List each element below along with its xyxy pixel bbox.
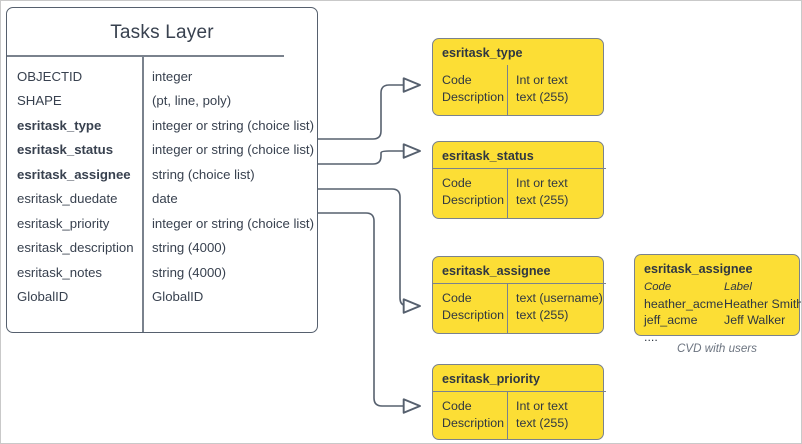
entity-header-divider (7, 55, 284, 57)
entity-field-row: OBJECTID integer (7, 64, 317, 89)
entity-field-name: esritask_notes (17, 264, 103, 280)
entity-field-row: esritask_description string (4000) (7, 236, 317, 261)
entity-field-type: GlobalID (152, 289, 204, 305)
domain-cell: Int or text (516, 176, 568, 190)
domain-box-esritask-priority[interactable]: esritask_priority Code Description Int o… (432, 364, 606, 440)
entity-column-divider (142, 55, 144, 332)
users-code-header: Code (644, 281, 672, 293)
entity-field-name: esritask_type (17, 117, 102, 133)
domain-box-assignee-users[interactable]: esritask_assignee Code heather_acme jeff… (634, 254, 801, 344)
domain-cell: text (255) (516, 415, 569, 430)
entity-field-row: GlobalID GlobalID (7, 285, 317, 310)
domain-title: esritask_status (442, 149, 534, 163)
domain-cell: Int or text (516, 399, 568, 413)
entity-field-type: string (choice list) (152, 166, 255, 182)
connector-status (318, 143, 421, 165)
entity-field-row: esritask_status integer or string (choice… (7, 138, 317, 163)
entity-field-name: GlobalID (17, 289, 69, 305)
domain-cell: Code (442, 291, 472, 305)
domain-body: Code Description Int or text text (255) (433, 398, 603, 431)
domain-cell: text (255) (516, 192, 569, 207)
entity-field-row: esritask_type integer or string (choice l… (7, 113, 317, 138)
domain-cell: Code (442, 73, 472, 87)
domain-cell: Description (442, 192, 504, 207)
domain-right-column: Int or text text (255) (507, 398, 568, 431)
entity-field-type: integer or string (choice list) (152, 215, 314, 231)
domain-box-esritask-status[interactable]: esritask_status Code Description Int or … (432, 141, 606, 219)
entity-field-type: string (4000) (152, 264, 227, 280)
entity-field-type: string (4000) (152, 240, 227, 256)
domain-header-divider (432, 391, 606, 393)
entity-field-row: SHAPE (pt, line, poly) (7, 89, 317, 114)
entity-field-name: OBJECTID (17, 68, 83, 84)
users-table: Code heather_acme jeff_acme .... Label H… (635, 279, 802, 345)
domain-cell: Code (442, 176, 472, 190)
entity-field-name: esritask_status (17, 142, 114, 158)
entity-field-name: esritask_duedate (17, 191, 118, 207)
entity-title: Tasks Layer (110, 22, 214, 43)
entity-field-name: esritask_priority (17, 215, 110, 231)
domain-column-divider (507, 283, 509, 333)
entity-field-row: esritask_assignee string (choice list) (7, 162, 317, 187)
users-code-cell: jeff_acme (644, 313, 698, 327)
domain-title: esritask_assignee (644, 262, 753, 276)
domain-title: esritask_priority (442, 372, 541, 386)
entity-field-name: esritask_description (17, 240, 134, 256)
domain-cell: text (username) (516, 291, 603, 305)
connector-type (318, 77, 421, 140)
domain-header-divider (432, 168, 606, 170)
domain-body: Code Description Int or text text (255) (433, 72, 603, 105)
domain-left-column: Code Description (433, 72, 507, 105)
domain-box-esritask-type[interactable]: esritask_type Code Description Int or te… (432, 38, 604, 116)
domain-body: Code Description text (username) text (2… (433, 290, 603, 323)
domain-left-column: Code Description (433, 398, 507, 431)
domain-cell: Int or text (516, 73, 568, 87)
domain-cell: Code (442, 399, 472, 413)
users-label-column: Label Heather Smith Jeff Walker (715, 279, 802, 345)
users-label-cell: Jeff Walker (724, 313, 786, 327)
domain-cell: Description (442, 415, 504, 430)
connector-priority (318, 212, 421, 414)
domain-column-divider (507, 65, 509, 115)
domain-right-column: Int or text text (255) (507, 175, 568, 208)
domain-cell: text (255) (516, 89, 569, 104)
domain-cell: Description (442, 89, 504, 104)
domain-title: esritask_type (442, 46, 523, 60)
users-code-column: Code heather_acme jeff_acme .... (635, 279, 724, 345)
entity-field-type: date (152, 191, 178, 207)
domain-title: esritask_assignee (442, 264, 551, 278)
entity-field-type: integer or string (choice list) (152, 142, 314, 158)
domain-box-esritask-assignee[interactable]: esritask_assignee Code Description text … (432, 256, 606, 334)
entity-field-name: esritask_assignee (17, 166, 131, 182)
users-code-cell: heather_acme (644, 296, 724, 311)
domain-left-column: Code Description (433, 290, 507, 323)
entity-field-row: esritask_notes string (4000) (7, 260, 317, 285)
entity-field-type: integer (152, 68, 193, 84)
users-label-header: Label (724, 281, 752, 293)
domain-column-divider (507, 168, 509, 218)
entity-field-row: esritask_duedate date (7, 187, 317, 212)
connector-assignee (318, 188, 421, 314)
entity-field-type: (pt, line, poly) (152, 93, 232, 109)
domain-right-column: text (username) text (255) (507, 290, 603, 323)
users-code-cell: .... (644, 329, 658, 344)
entity-field-row: esritask_priority integer or string (choi… (7, 211, 317, 236)
domain-right-column: Int or text text (255) (507, 72, 568, 105)
domain-cell: text (255) (516, 307, 569, 322)
users-domain-caption: CVD with users (677, 342, 757, 355)
domain-header-divider (432, 283, 606, 285)
domain-column-divider (507, 391, 509, 439)
users-label-cell: Heather Smith (724, 296, 802, 311)
domain-cell: Description (442, 307, 504, 322)
entity-field-type: integer or string (choice list) (152, 117, 314, 133)
domain-body: Code Description Int or text text (255) (433, 175, 603, 208)
domain-left-column: Code Description (433, 175, 507, 208)
entity-field-name: SHAPE (17, 93, 62, 109)
